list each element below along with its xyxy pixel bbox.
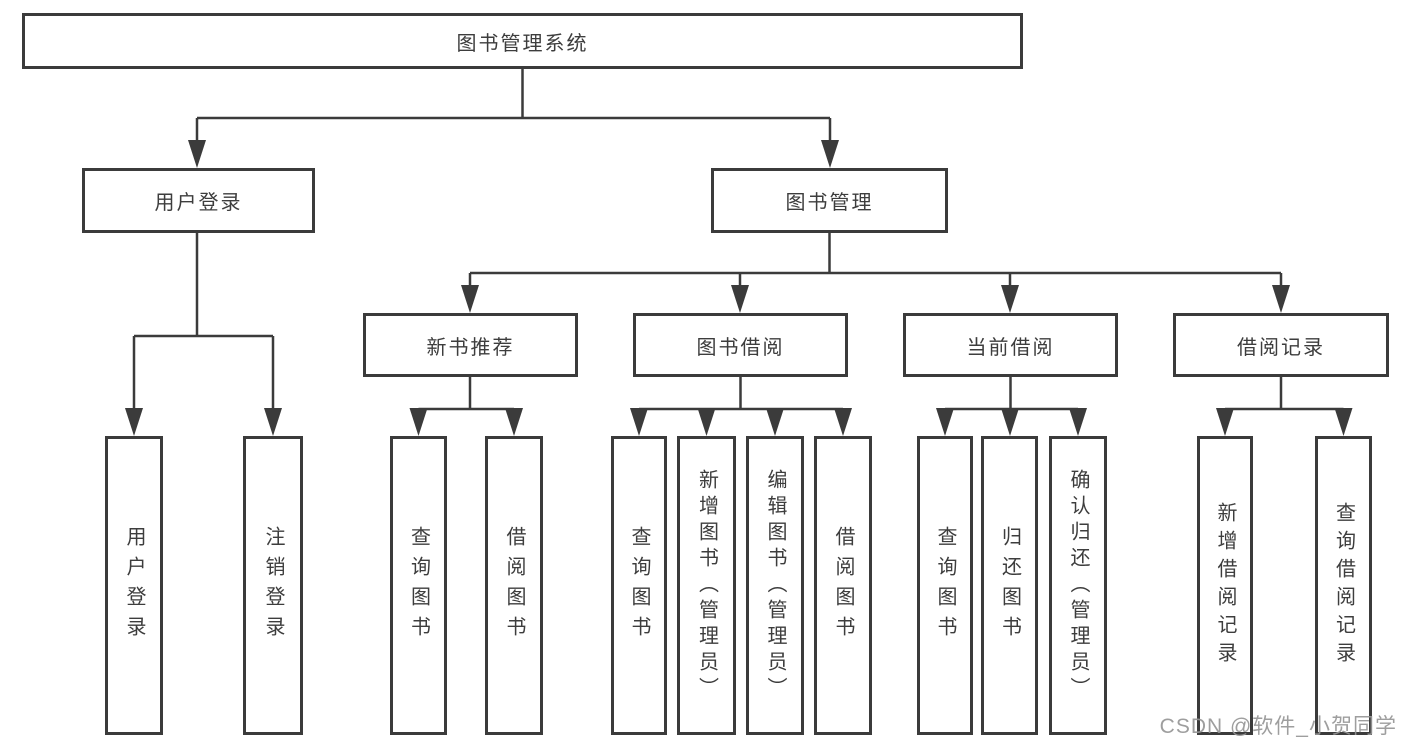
node-user-login-label: 用户登录 bbox=[154, 192, 243, 214]
leaf-add-borrow-record: 新增借阅记录 bbox=[1197, 436, 1253, 735]
node-book-borrow-label: 图书借阅 bbox=[696, 336, 785, 359]
leaf-add-book-admin: 新增图书（管理员） bbox=[677, 436, 736, 735]
leaf-query-book-borrow: 查询图书 bbox=[611, 436, 667, 735]
leaf-query-book-current: 查询图书 bbox=[917, 436, 973, 735]
node-system-root-label: 图书管理系统 bbox=[456, 32, 589, 55]
leaf-user-login: 用户登录 bbox=[105, 436, 163, 735]
node-borrow-records-label: 借阅记录 bbox=[1237, 336, 1325, 359]
watermark: CSDN @软件_小贺同学 bbox=[1159, 715, 1397, 738]
node-current-borrow-label: 当前借阅 bbox=[966, 336, 1055, 359]
leaf-confirm-return-admin: 确认归还（管理员） bbox=[1049, 436, 1107, 735]
node-current-borrow: 当前借阅 bbox=[903, 313, 1118, 377]
node-new-book-recommend: 新书推荐 bbox=[363, 313, 578, 377]
node-borrow-records: 借阅记录 bbox=[1173, 313, 1389, 377]
node-new-book-recommend-label: 新书推荐 bbox=[426, 336, 515, 359]
node-user-login: 用户登录 bbox=[82, 168, 315, 233]
leaf-borrow-book-recommend: 借阅图书 bbox=[485, 436, 543, 735]
leaf-query-borrow-record: 查询借阅记录 bbox=[1315, 436, 1372, 735]
leaf-logout-login: 注销登录 bbox=[243, 436, 303, 735]
node-system-root: 图书管理系统 bbox=[22, 13, 1023, 69]
leaf-query-book-recommend: 查询图书 bbox=[390, 436, 447, 735]
leaf-edit-book-admin: 编辑图书（管理员） bbox=[746, 436, 804, 735]
leaf-borrow-book: 借阅图书 bbox=[814, 436, 872, 735]
node-book-management-label: 图书管理 bbox=[785, 192, 874, 214]
leaf-return-book: 归还图书 bbox=[981, 436, 1038, 735]
node-book-management: 图书管理 bbox=[711, 168, 948, 233]
node-book-borrow: 图书借阅 bbox=[633, 313, 848, 377]
